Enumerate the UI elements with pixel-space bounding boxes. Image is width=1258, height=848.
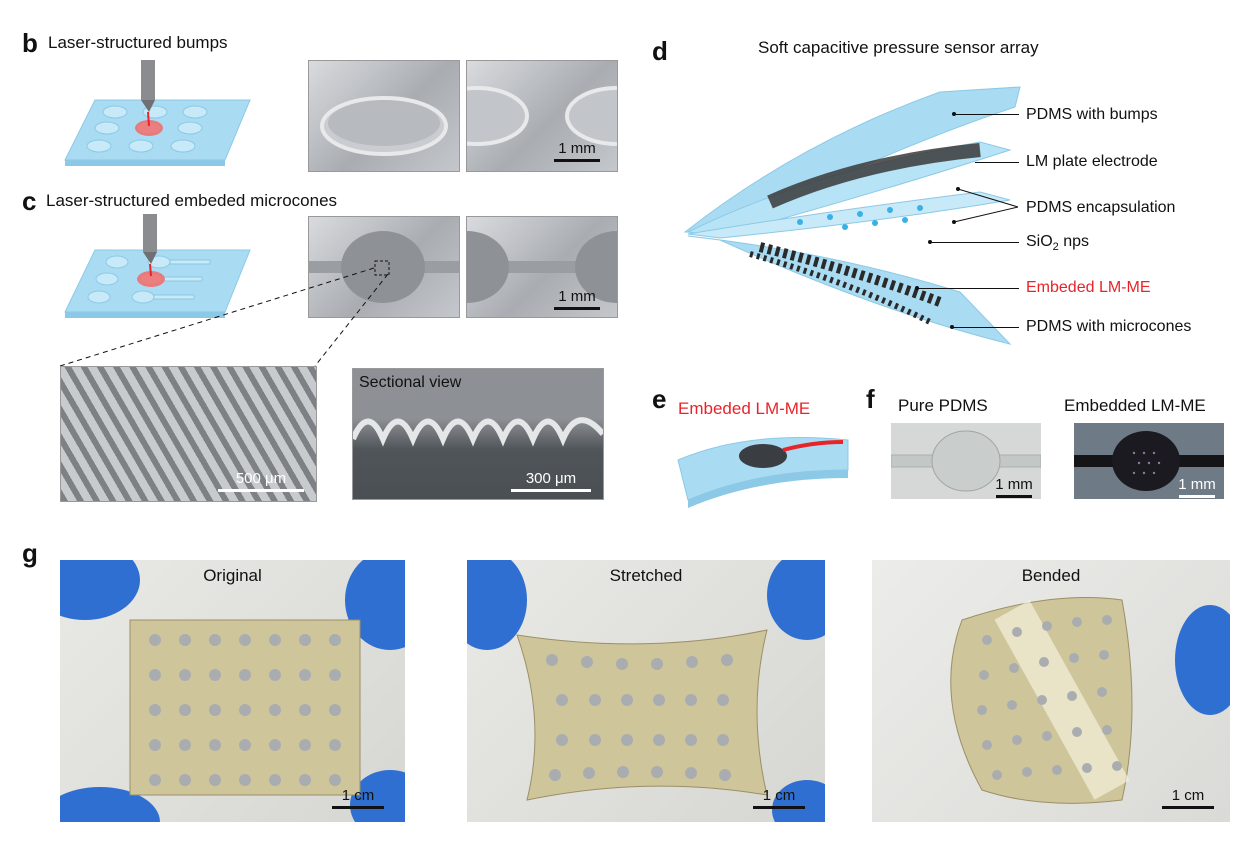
panel-d-title: Soft capacitive pressure sensor array (758, 38, 1039, 57)
laser-bumps-schematic (64, 60, 251, 166)
sem-microcone-pad (308, 216, 460, 318)
photo-original: Original 1 cm (60, 560, 405, 822)
panel-e-label: e (652, 384, 667, 414)
scale-bar-g1: 1 cm (328, 788, 388, 809)
photo-bended-label-wrap: Bended (872, 566, 1230, 586)
sem-bump-2: 1 mm (466, 60, 618, 172)
sem-sectional-view: Sectional view 300 μm (352, 368, 604, 500)
leader-line-5 (918, 288, 1019, 289)
scale-bar-c-section: 300 μm (503, 471, 599, 492)
layer-label-pdms-encapsulation: PDMS encapsulation (1026, 199, 1176, 216)
leader-line-4 (931, 242, 1019, 243)
sem-bump-1 (308, 60, 460, 172)
leader-dot-6 (950, 325, 954, 329)
photo-stretched: Stretched 1 cm (467, 560, 825, 822)
leader-line-6 (953, 327, 1019, 328)
zoom-lines (59, 267, 389, 367)
photo-pure-pdms: 1 mm (891, 423, 1041, 499)
layer-label-pdms-bumps: PDMS with bumps (1026, 106, 1158, 123)
panel-b-label: b (22, 28, 38, 58)
leader-line-1 (955, 114, 1019, 115)
scale-bar-f-left: 1 mm (991, 477, 1037, 498)
scale-bar-f-right: 1 mm (1174, 477, 1220, 498)
layer-label-pdms-microcones: PDMS with microcones (1026, 318, 1192, 335)
panel-b-title: Laser-structured bumps (48, 33, 228, 52)
photo-original-label: Original (203, 566, 262, 585)
panel-c-label: c (22, 186, 37, 216)
photo-embedded-lm-me: 1 mm (1074, 423, 1224, 499)
leader-dot-1 (952, 112, 956, 116)
photo-stretched-label-wrap: Stretched (467, 566, 825, 586)
sem-microcone-channel: 1 mm (466, 216, 618, 318)
photo-bended: Bended 1 cm (872, 560, 1230, 822)
panel-f-label: f (866, 384, 875, 414)
laser-microcones-schematic (64, 214, 251, 318)
leader-line-2 (975, 162, 1019, 163)
panel-c-title: Laser-structured embeded microcones (46, 191, 338, 210)
scale-bar-c-zoom: 500 μm (211, 471, 311, 492)
leader-dot-5 (915, 286, 919, 290)
photo-original-label-wrap: Original (60, 566, 405, 586)
photo-stretched-label: Stretched (609, 566, 683, 585)
layer-label-sio2: SiO2 nps (1026, 233, 1090, 254)
photo-bended-label: Bended (1021, 566, 1081, 585)
panel-d-label: d (652, 36, 668, 66)
layer-label-embeded-lm-me: Embeded LM-ME (1026, 279, 1151, 296)
panel-f-title-left: Pure PDMS (898, 396, 988, 415)
sectional-view-title: Sectional view (359, 374, 462, 391)
scale-bar-b: 1 mm (547, 141, 607, 162)
scale-bar-g2: 1 cm (749, 788, 809, 809)
sem-microcone-zoom: 500 μm (60, 366, 317, 502)
panel-e-title: Embeded LM-ME (678, 399, 811, 418)
layer-label-lm-plate: LM plate electrode (1026, 153, 1158, 170)
leader-dot-4 (928, 240, 932, 244)
scale-bar-g3: 1 cm (1158, 788, 1218, 809)
embedded-lm-me-schematic (677, 437, 849, 508)
sensor-array-exploded-view (683, 86, 1021, 345)
leader-lines-encapsulation (952, 187, 1019, 224)
panel-f-title-right: Embedded LM-ME (1064, 396, 1206, 415)
panel-g-label: g (22, 538, 38, 568)
scale-bar-c-top: 1 mm (547, 289, 607, 310)
